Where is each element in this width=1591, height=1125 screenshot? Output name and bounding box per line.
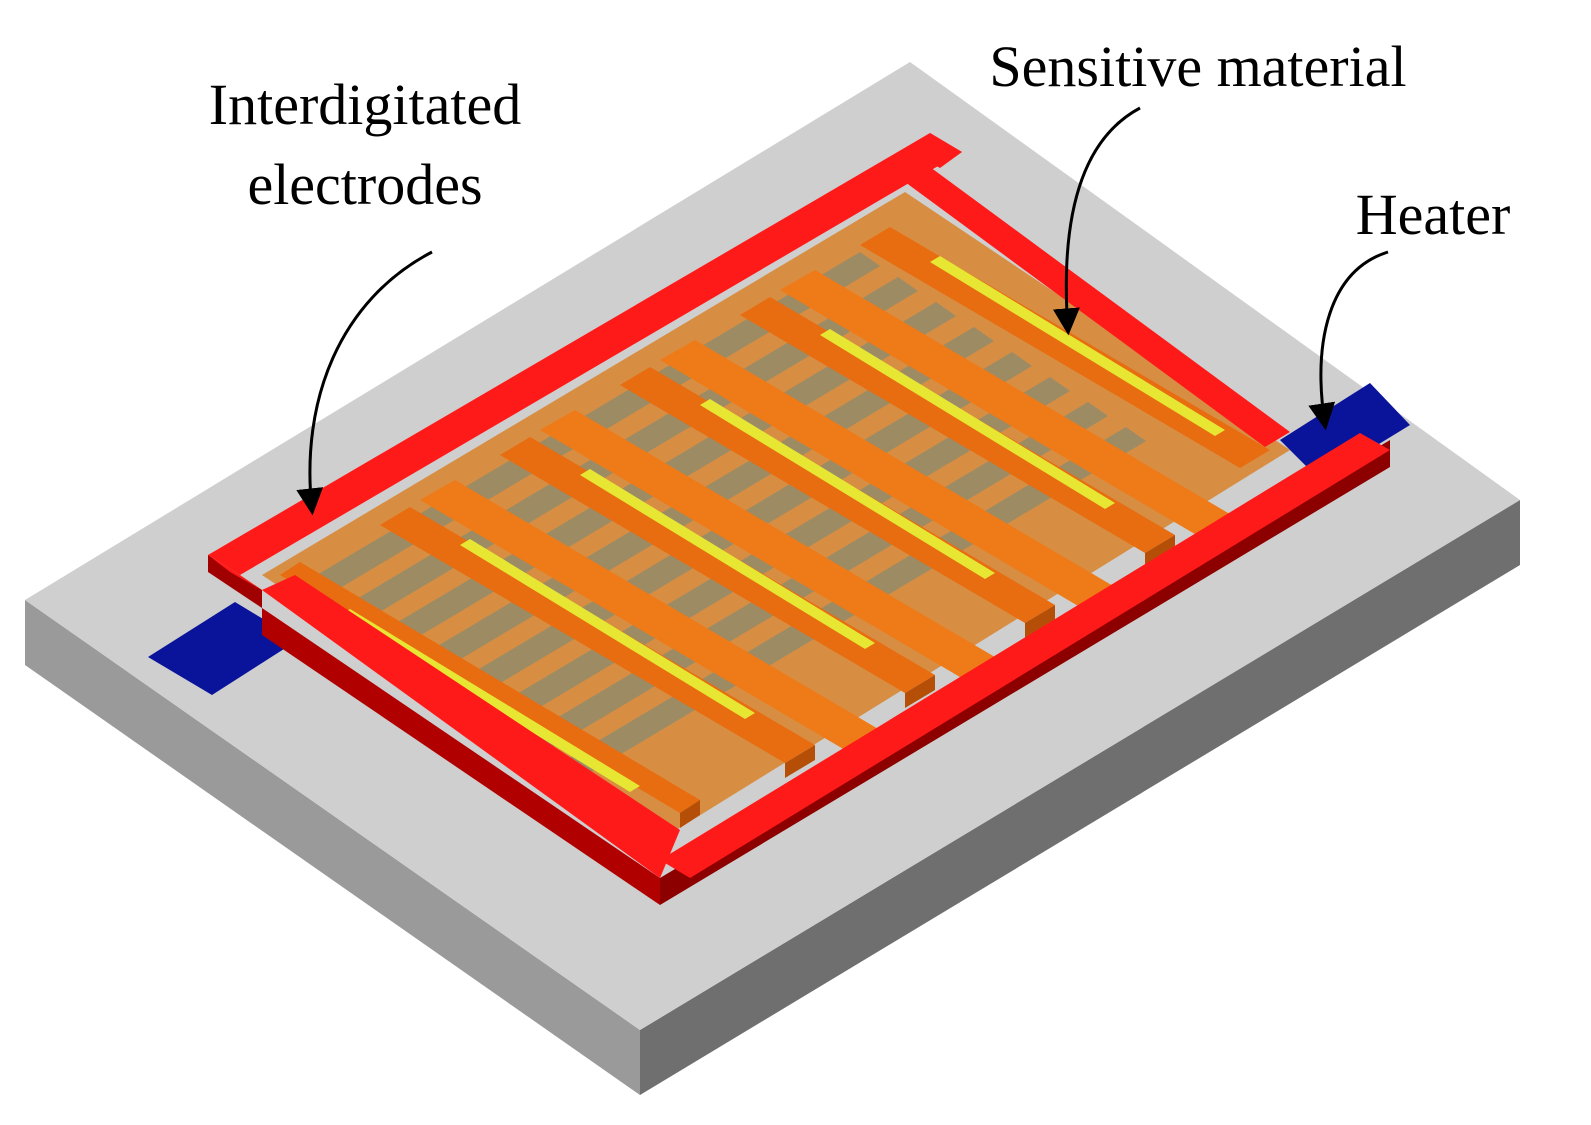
annotation-labels: Interdigitated electrodes Sensitive mate…	[209, 34, 1510, 247]
finger	[280, 562, 700, 813]
electrode-fingers	[280, 227, 1270, 828]
heater-arrow	[1308, 250, 1389, 431]
finger	[420, 480, 880, 750]
finger	[740, 297, 1175, 553]
electrode-frame-top	[208, 133, 1390, 878]
finger	[540, 410, 1000, 680]
finger	[380, 507, 815, 763]
electrode-top-rail-tab	[908, 133, 962, 168]
finger	[620, 367, 1055, 623]
electrode-left-end	[208, 555, 262, 590]
heater-pads	[148, 383, 1410, 695]
heater-pad-right	[1280, 383, 1410, 480]
label-electrodes: electrodes	[247, 152, 482, 217]
label-heater: Heater	[1356, 182, 1511, 247]
finger	[785, 745, 815, 778]
finger	[500, 437, 935, 693]
electrode-right-rail-top	[905, 167, 1290, 447]
label-sensitive-material: Sensitive material	[989, 34, 1406, 99]
electrode-top-rail	[208, 133, 962, 575]
heater-pad-left	[148, 602, 298, 695]
electrode-right-rail	[660, 433, 1390, 878]
finger	[905, 675, 935, 708]
finger	[680, 800, 700, 828]
electrode-top-rail-side	[208, 555, 262, 608]
substrate-left-face	[25, 600, 640, 1095]
finger	[1025, 605, 1055, 638]
electrodes-arrow	[296, 250, 433, 516]
finger	[660, 340, 1120, 610]
substrate-right-face	[640, 500, 1520, 1095]
electrode-bottom-rail-side	[262, 608, 660, 905]
annotation-arrows	[296, 106, 1389, 516]
finger	[860, 227, 1270, 468]
label-interdigitated: Interdigitated	[209, 72, 521, 137]
sensitive-material-arrow	[1052, 106, 1141, 336]
electrode-bottom-rail	[262, 575, 680, 878]
finger	[780, 270, 1240, 540]
